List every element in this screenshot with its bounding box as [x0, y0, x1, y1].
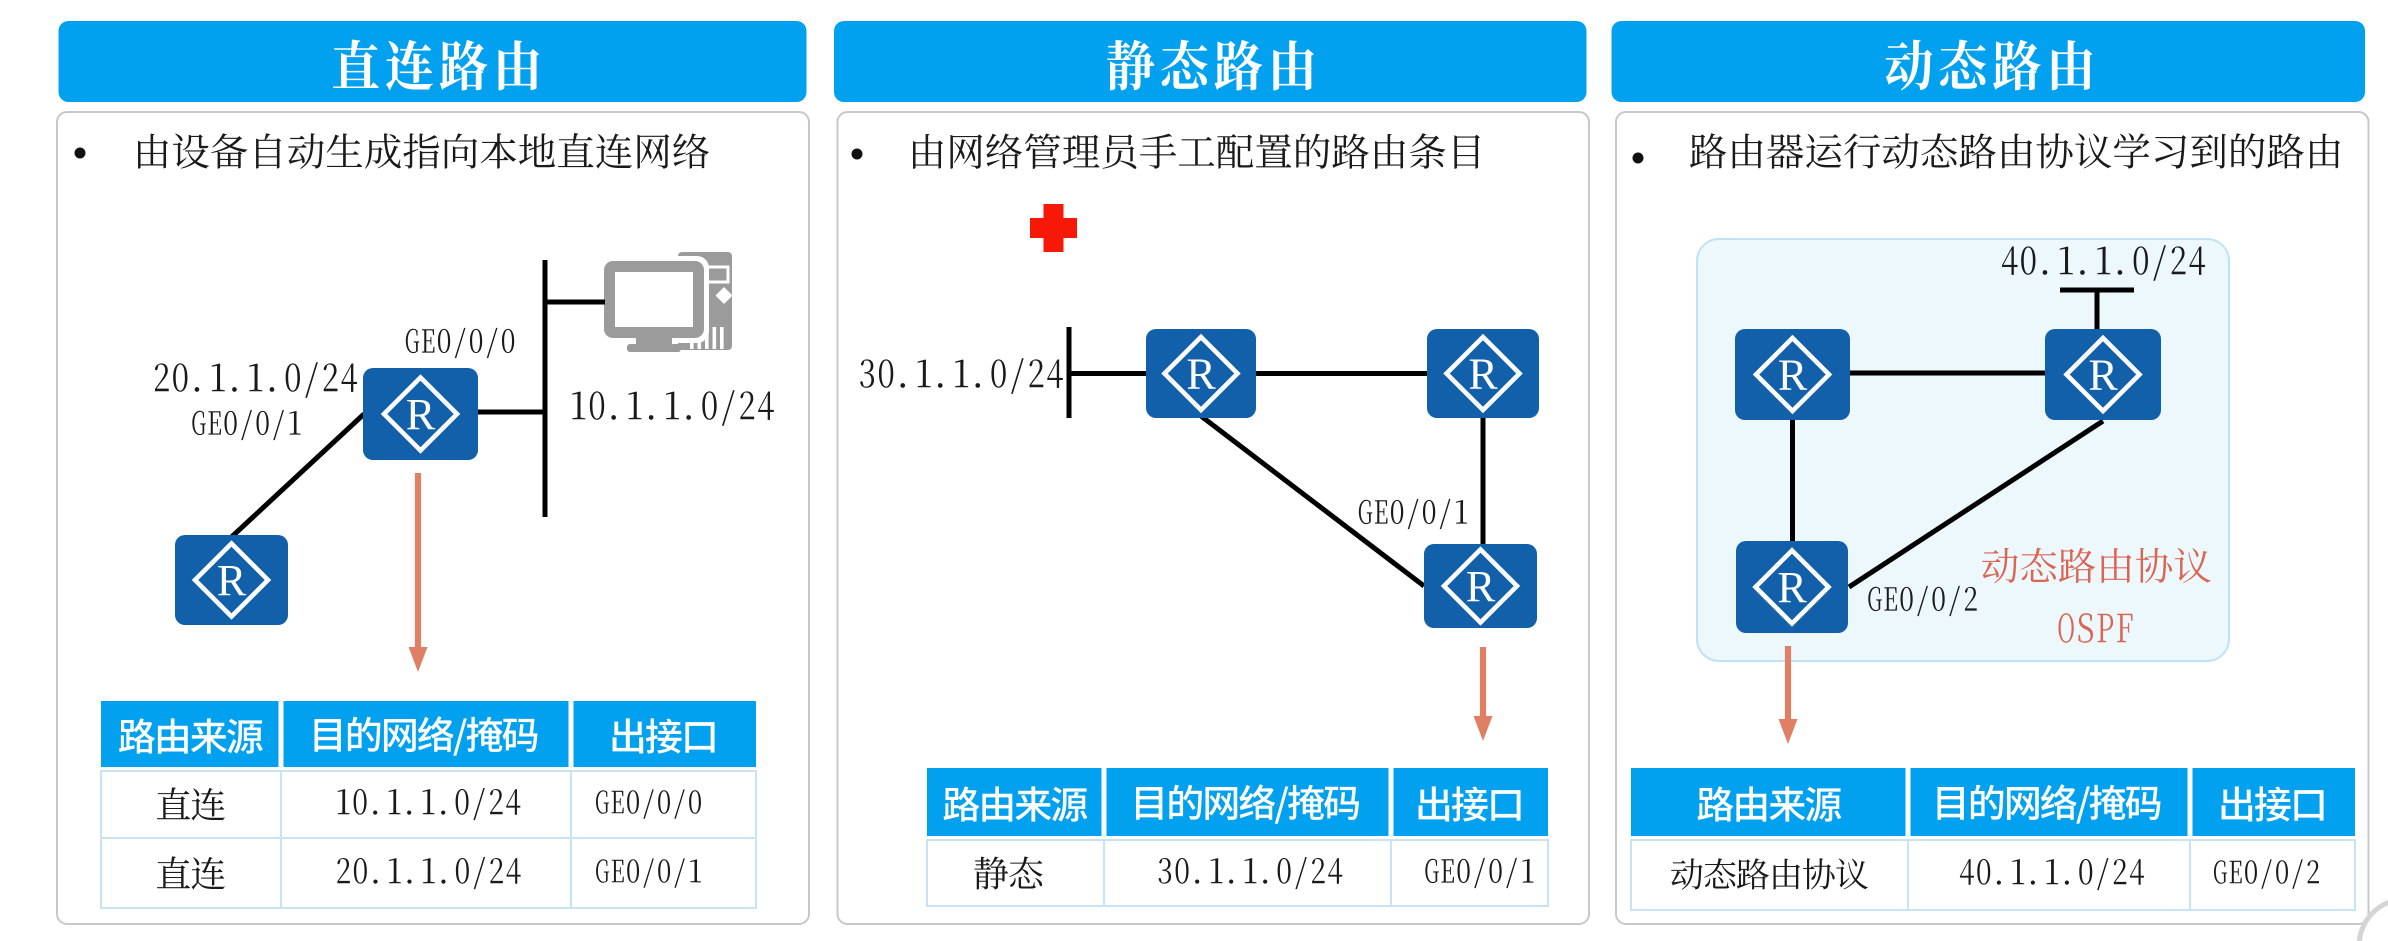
- svg-text:R: R: [1778, 351, 1808, 400]
- svg-text:R: R: [2088, 351, 2118, 400]
- svg-text:R: R: [217, 556, 247, 605]
- svg-text:R: R: [1186, 350, 1216, 399]
- svg-text:R: R: [1777, 563, 1807, 612]
- svg-text:R: R: [1468, 350, 1498, 399]
- svg-text:R: R: [406, 390, 436, 439]
- svg-text:R: R: [1466, 562, 1496, 611]
